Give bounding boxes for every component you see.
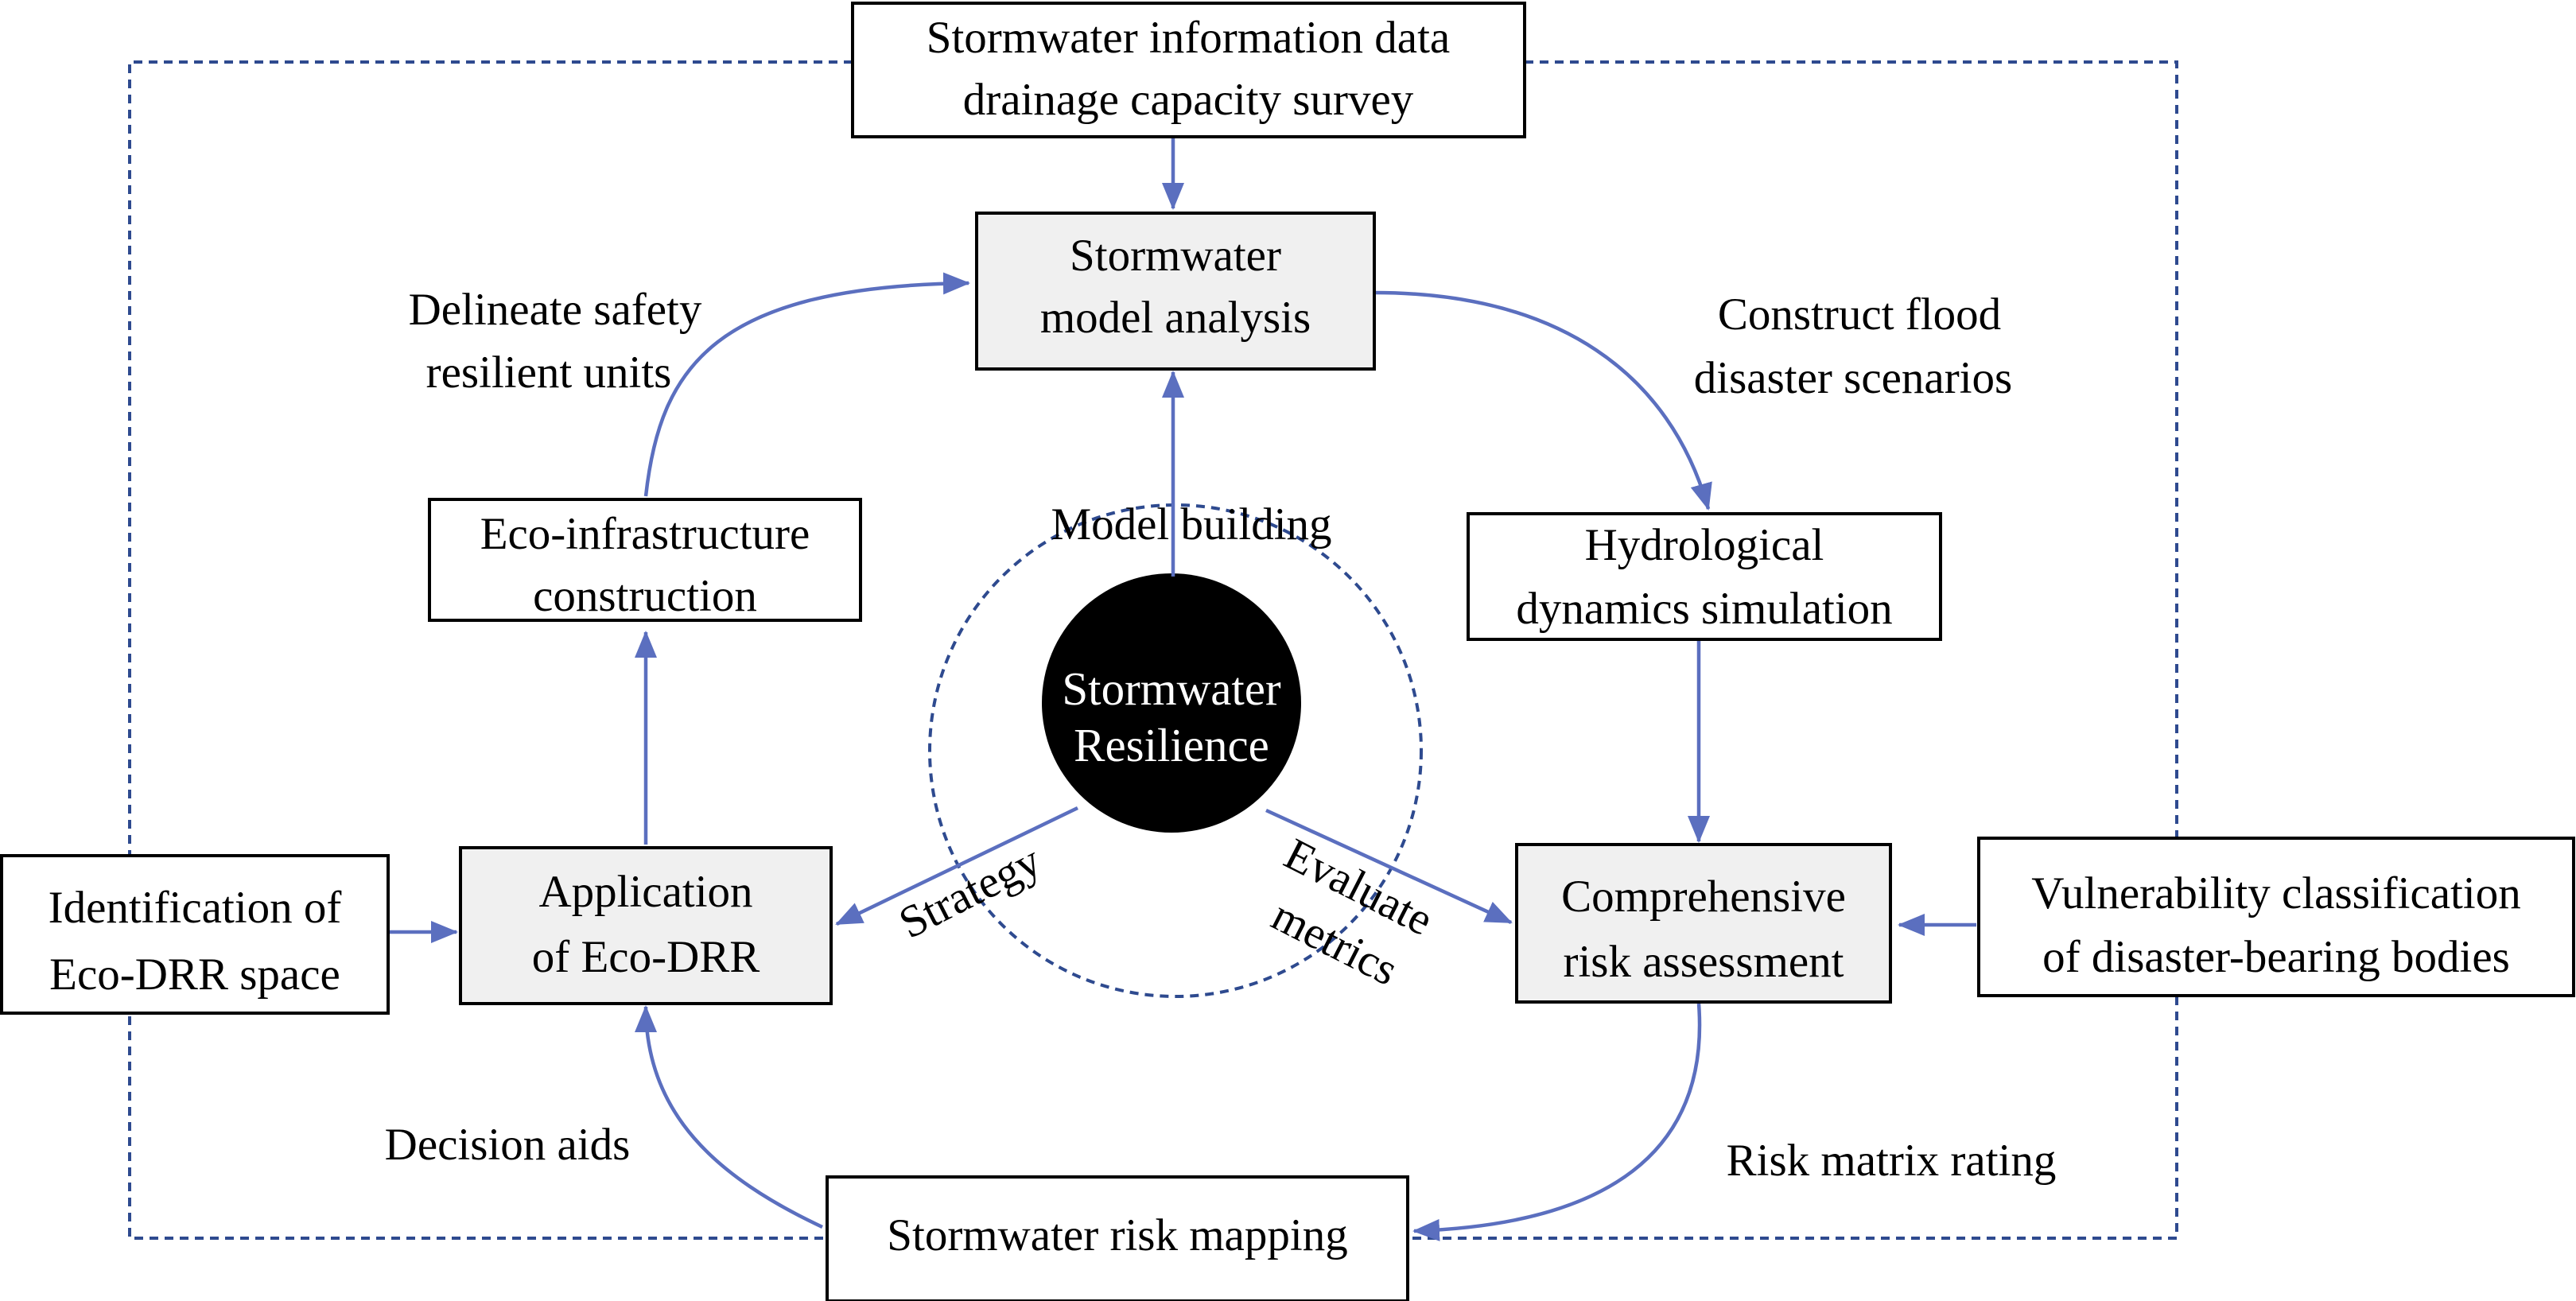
box-hydro-sim-line1: Hydrological <box>1585 520 1824 570</box>
box-eco-drr-app-line1: Application <box>538 867 752 917</box>
arrow-infra-to-model <box>643 272 970 497</box>
box-vulnerability: Vulnerability classification of disaster… <box>1977 837 2575 997</box>
box-eco-drr-space-line1: Identification of <box>49 883 342 933</box>
label-construct-flood-line1: Construct flood <box>1718 289 2001 340</box>
label-decision-aids: Decision aids <box>385 1120 631 1170</box>
box-model-analysis-line2: model analysis <box>1040 293 1311 343</box>
label-model-building: Model building <box>1051 499 1331 550</box>
center-label-line2: Resilience <box>1074 719 1269 771</box>
box-risk-assess-line2: risk assessment <box>1563 937 1844 987</box>
box-hydro-sim-line2: dynamics simulation <box>1516 584 1892 634</box>
box-vulnerability-line2: of disaster-bearing bodies <box>2042 932 2510 982</box>
box-data-survey-line2: drainage capacity survey <box>963 75 1414 125</box>
center-circle <box>1042 573 1301 833</box>
box-eco-infra: Eco-infrastructure construction <box>428 498 862 622</box>
label-delineate-line1: Delineate safety <box>409 285 702 335</box>
box-data-survey: Stormwater information data drainage cap… <box>851 2 1526 138</box>
box-eco-drr-app-line2: of Eco-DRR <box>532 932 760 982</box>
center-label-line1: Stormwater <box>1062 662 1281 715</box>
box-eco-drr-space-line2: Eco-DRR space <box>49 950 340 1000</box>
box-eco-infra-line1: Eco-infrastructure <box>480 509 810 559</box>
box-model-analysis-line1: Stormwater <box>1070 231 1281 281</box>
label-risk-matrix: Risk matrix rating <box>1727 1136 2057 1186</box>
arrow-mapping-to-app <box>635 1005 823 1229</box>
box-eco-drr-app: Application of Eco-DRR <box>459 846 833 1005</box>
box-data-survey-line1: Stormwater information data <box>927 13 1450 63</box>
arrow-risk-to-mapping <box>1412 1003 1702 1241</box>
box-hydro-sim: Hydrological dynamics simulation <box>1467 512 1942 641</box>
label-strategy: Strategy <box>892 835 1049 949</box>
box-model-analysis: Stormwater model analysis <box>975 212 1376 371</box>
box-risk-assess-line1: Comprehensive <box>1561 872 1846 922</box>
outer-feedback-loop-right <box>1408 60 2178 1240</box>
center-node: Stormwater Resilience <box>1042 573 1301 833</box>
arrow-model-to-hydro <box>1373 290 1712 511</box>
box-risk-mapping: Stormwater risk mapping <box>826 1175 1409 1301</box>
arrow-center-to-app <box>835 806 1078 926</box>
label-construct-flood-line2: disaster scenarios <box>1694 353 2012 403</box>
box-risk-assess: Comprehensive risk assessment <box>1515 843 1892 1004</box>
label-delineate-line2: resilient units <box>426 348 672 398</box>
box-eco-drr-space: Identification of Eco-DRR space <box>0 854 390 1015</box>
arrow-center-to-risk <box>1265 808 1513 925</box>
inner-resilience-circle <box>928 503 1423 998</box>
box-eco-infra-line2: construction <box>533 571 757 621</box>
box-vulnerability-line1: Vulnerability classification <box>2031 868 2520 918</box>
outer-feedback-loop <box>128 60 853 1240</box>
box-risk-mapping-line1: Stormwater risk mapping <box>887 1210 1347 1260</box>
